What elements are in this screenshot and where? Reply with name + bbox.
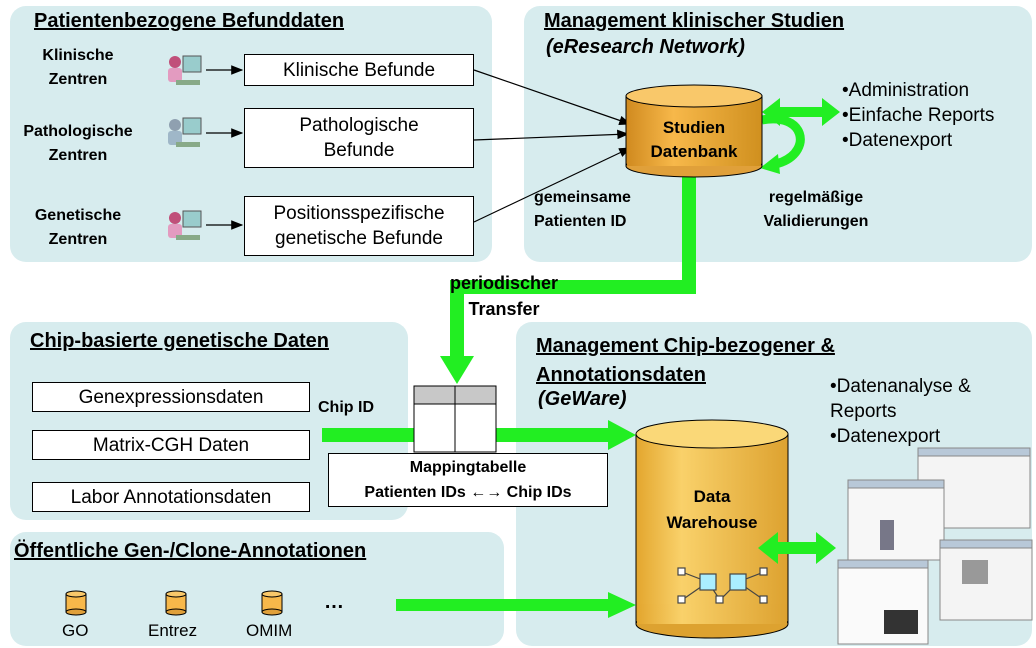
gemeinsame-patienten-id: gemeinsame Patienten ID — [534, 189, 631, 230]
mapping-table-label: Mappingtabelle Patienten IDs ←→ Chip IDs — [328, 453, 608, 507]
line-patho-db — [473, 129, 630, 141]
studien-db-icon — [625, 84, 763, 178]
chip-id-label: Chip ID — [318, 399, 374, 416]
title-annotation: Management Chip-bezogener & Annotationsd… — [536, 335, 835, 386]
omim-db-icon — [261, 590, 283, 616]
center-klinisch: Klinische Zentren — [42, 47, 114, 88]
title-befunddaten: Patientenbezogene Befunddaten — [34, 10, 345, 32]
screenshots-collage — [837, 447, 1033, 645]
validation-arrow — [761, 114, 805, 171]
chip-matrix-cgh: Matrix-CGH Daten — [32, 430, 310, 460]
sources-ellipsis: … — [324, 591, 344, 613]
person-icon-klinisch — [168, 55, 202, 85]
mapping-table-icon — [413, 385, 497, 453]
network-icon — [677, 567, 768, 604]
source-go: GO — [62, 621, 89, 640]
go-db-icon — [65, 590, 87, 616]
dw-features: •Datenanalyse & Reports •Datenexport — [830, 376, 971, 447]
entrez-db-icon — [165, 590, 187, 616]
double-arrow-dw — [758, 532, 836, 564]
periodischer-transfer: periodischer Transfer — [449, 273, 559, 319]
source-entrez: Entrez — [148, 621, 198, 640]
person-icon-genetisch — [168, 210, 202, 240]
center-genetisch: Genetische Zentren — [34, 207, 122, 248]
line-klinisch-db — [473, 69, 632, 126]
befund-genetisch: Positionsspezifische genetische Befunde — [244, 196, 474, 256]
regelmaessige-validierungen: regelmäßige Validierungen — [763, 189, 869, 230]
panel-oeffentlich — [10, 532, 504, 646]
center-pathologisch: Pathologische Zentren — [23, 123, 133, 164]
befund-klinisch: Klinische Befunde — [244, 54, 474, 86]
data-warehouse-label: Data Warehouse — [666, 487, 758, 532]
studien-db-label: Studien Datenbank — [650, 118, 738, 161]
chip-genexpression: Genexpressionsdaten — [32, 382, 310, 412]
subtitle-studien: (eResearch Network) — [546, 36, 745, 58]
befund-pathologisch: Pathologische Befunde — [244, 108, 474, 168]
person-icon-pathologisch — [168, 117, 202, 147]
chip-arrow — [322, 420, 636, 450]
source-omim: OMIM — [246, 621, 293, 640]
transfer-arrow — [440, 176, 696, 384]
validation-arrowhead — [760, 154, 780, 174]
subtitle-annotation: (GeWare) — [538, 388, 627, 410]
title-studien: Management klinischer Studien — [544, 10, 845, 32]
title-chip: Chip-basierte genetische Daten — [30, 330, 329, 352]
panel-studien — [524, 6, 1032, 262]
line-genetisch-db — [473, 147, 632, 223]
chip-labor: Labor Annotationsdaten — [32, 482, 310, 512]
data-warehouse-icon — [635, 419, 789, 639]
studien-features: •Administration •Einfache Reports •Daten… — [842, 80, 995, 151]
public-arrow — [396, 592, 636, 618]
title-oeffentlich: Öffentliche Gen-/Clone-Annotationen — [14, 540, 367, 562]
